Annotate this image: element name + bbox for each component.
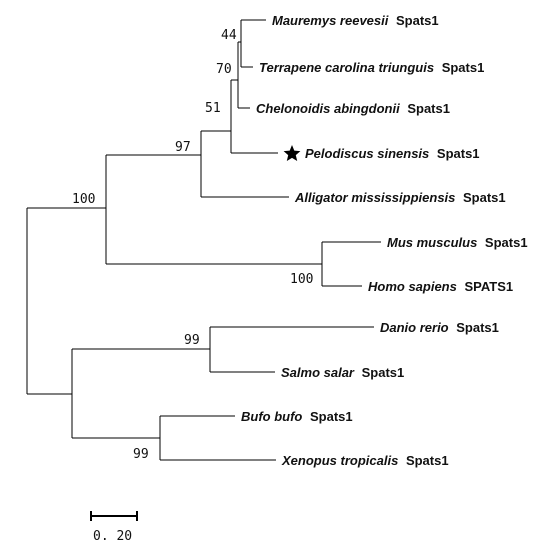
branch-amniotes (27, 155, 107, 264)
taxon-label-xenopus: Xenopus tropicalis Spats1 (281, 453, 449, 468)
taxon-gene: Spats1 (407, 101, 450, 116)
taxon-gene: Spats1 (485, 235, 528, 250)
star-icon (283, 145, 301, 161)
taxon-gene: Spats1 (437, 146, 480, 161)
taxon-name: Mus musculus (387, 235, 477, 250)
support-value-amniotes: 100 (72, 192, 95, 207)
taxon-label-chelonoidis: Chelonoidis abingdonii Spats1 (256, 101, 450, 116)
support-value-reptiles: 97 (175, 140, 191, 155)
taxon-name: Terrapene carolina triunguis (259, 60, 434, 75)
support-value-turtles-three: 70 (216, 62, 232, 77)
taxon-label-terrapene: Terrapene carolina triunguis Spats1 (259, 60, 484, 75)
taxon-label-danio: Danio rerio Spats1 (380, 320, 499, 335)
taxon-gene: Spats1 (463, 190, 506, 205)
taxon-name: Salmo salar (281, 365, 355, 380)
branch-frogs (72, 416, 161, 460)
taxon-name: Homo sapiens (368, 279, 457, 294)
taxon-name: Chelonoidis abingdonii (256, 101, 400, 116)
scale-bar (90, 511, 138, 521)
taxon-name: Bufo bufo (241, 409, 302, 424)
scale-bar-label: 0. 20 (93, 529, 132, 544)
support-value-frogs: 99 (133, 447, 149, 462)
branch-turtles (201, 80, 232, 153)
taxon-gene: Spats1 (456, 320, 499, 335)
taxon-gene: Spats1 (396, 13, 439, 28)
taxon-name: Xenopus tropicalis (281, 453, 398, 468)
support-value-turtles: 51 (205, 101, 221, 116)
branch-anamniotes (27, 349, 73, 438)
taxon-label-mauremys: Mauremys reevesii Spats1 (272, 13, 439, 28)
taxon-gene: Spats1 (442, 60, 485, 75)
taxon-name: Alligator mississippiensis (294, 190, 455, 205)
taxon-label-salmo: Salmo salar Spats1 (281, 365, 404, 380)
branch-turtles-three (231, 42, 239, 108)
taxon-gene: Spats1 (362, 365, 405, 380)
taxon-name: Danio rerio (380, 320, 449, 335)
taxon-name: Pelodiscus sinensis (305, 146, 429, 161)
support-value-mammals: 100 (290, 272, 313, 287)
branch-reptiles (106, 131, 202, 197)
support-value-fishes: 99 (184, 333, 200, 348)
taxon-name: Mauremys reevesii (272, 13, 389, 28)
branch-mauremys-terrapene (238, 20, 242, 67)
branch-fishes (72, 327, 211, 372)
taxon-gene: SPATS1 (464, 279, 513, 294)
support-value-mauremys-terrapene: 44 (221, 28, 237, 43)
branch-mammals-stem (106, 242, 323, 286)
taxon-label-bufo: Bufo bufo Spats1 (241, 409, 353, 424)
taxon-label-pelodiscus: Pelodiscus sinensis Spats1 (305, 146, 480, 161)
taxon-label-homo: Homo sapiens SPATS1 (368, 279, 513, 294)
taxon-gene: Spats1 (406, 453, 449, 468)
taxon-gene: Spats1 (310, 409, 353, 424)
taxon-label-mus: Mus musculus Spats1 (387, 235, 528, 250)
taxon-label-alligator: Alligator mississippiensis Spats1 (294, 190, 506, 205)
